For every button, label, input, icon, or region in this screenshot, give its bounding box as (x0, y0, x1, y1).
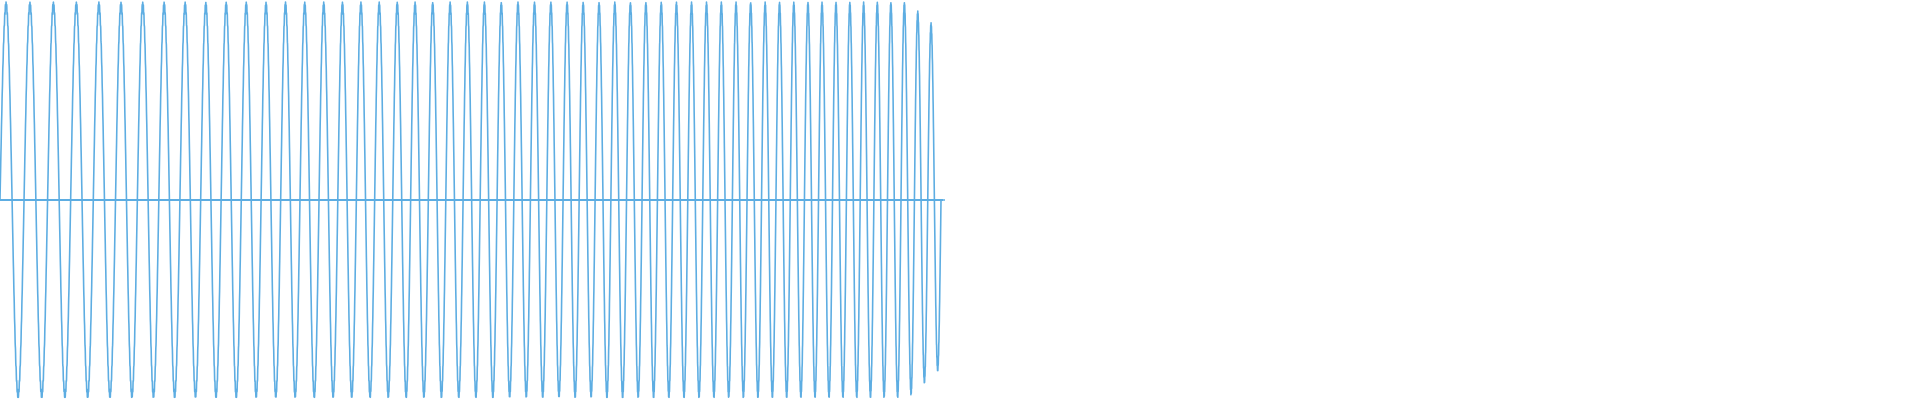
waveform-trace (0, 1, 945, 399)
